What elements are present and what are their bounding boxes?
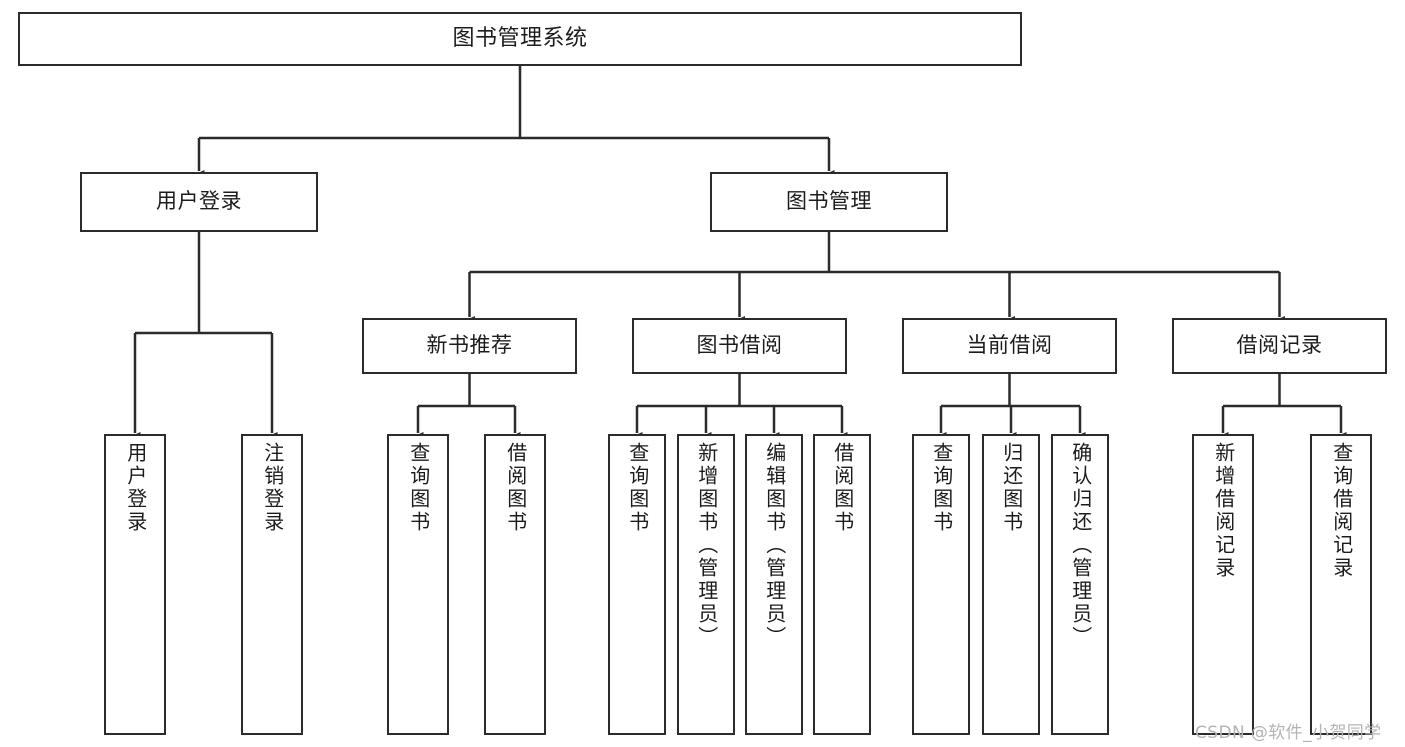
- node-label: 查询图书: [625, 442, 650, 534]
- edge-layer: [129, 66, 1347, 442]
- node-label: 借阅图书: [830, 442, 855, 534]
- node-label: 图书管理系统: [452, 25, 588, 51]
- node-box-n5: 当前借阅: [902, 318, 1117, 374]
- node-box-n10: 借阅图书: [484, 434, 546, 735]
- node-label: 查询图书: [406, 442, 431, 534]
- node-label: 用户登录: [123, 442, 148, 534]
- node-box-n3: 新书推荐: [362, 318, 577, 374]
- node-label: 编辑图书（管理员）: [762, 442, 787, 649]
- node-label: 用户登录: [156, 189, 242, 214]
- node-label: 查询图书: [929, 442, 954, 534]
- node-box-n8: 注销登录: [241, 434, 303, 735]
- node-box-n19: 查询借阅记录: [1310, 434, 1372, 735]
- node-label: 注销登录: [260, 442, 285, 534]
- node-box-n14: 借阅图书: [813, 434, 871, 735]
- node-box-n13: 编辑图书（管理员）: [745, 434, 803, 735]
- node-label: 归还图书: [999, 442, 1024, 534]
- node-box-n2: 图书管理: [710, 172, 948, 232]
- node-box-n6: 借阅记录: [1172, 318, 1387, 374]
- node-box-n4: 图书借阅: [632, 318, 847, 374]
- node-label: 借阅记录: [1236, 333, 1323, 358]
- node-label: 新书推荐: [426, 333, 513, 358]
- node-box-n17: 确认归还（管理员）: [1051, 434, 1109, 735]
- node-box-n15: 查询图书: [912, 434, 970, 735]
- node-box-n9: 查询图书: [387, 434, 449, 735]
- node-label: 新增图书（管理员）: [694, 442, 719, 649]
- node-box-n18: 新增借阅记录: [1192, 434, 1254, 735]
- node-box-n11: 查询图书: [608, 434, 666, 735]
- node-box-n7: 用户登录: [104, 434, 166, 735]
- node-label: 确认归还（管理员）: [1068, 442, 1093, 649]
- node-label: 新增借阅记录: [1211, 442, 1236, 580]
- csdn-watermark: CSDN @软件_小贺同学: [1195, 723, 1382, 743]
- node-box-n1: 用户登录: [80, 172, 318, 232]
- node-label: 查询借阅记录: [1329, 442, 1354, 580]
- node-label: 借阅图书: [503, 442, 528, 534]
- node-box-n12: 新增图书（管理员）: [677, 434, 735, 735]
- node-label: 图书管理: [786, 189, 872, 214]
- node-box-n16: 归还图书: [982, 434, 1040, 735]
- node-label: 当前借阅: [966, 333, 1053, 358]
- node-box-n0: 图书管理系统: [18, 12, 1022, 66]
- node-label: 图书借阅: [696, 333, 783, 358]
